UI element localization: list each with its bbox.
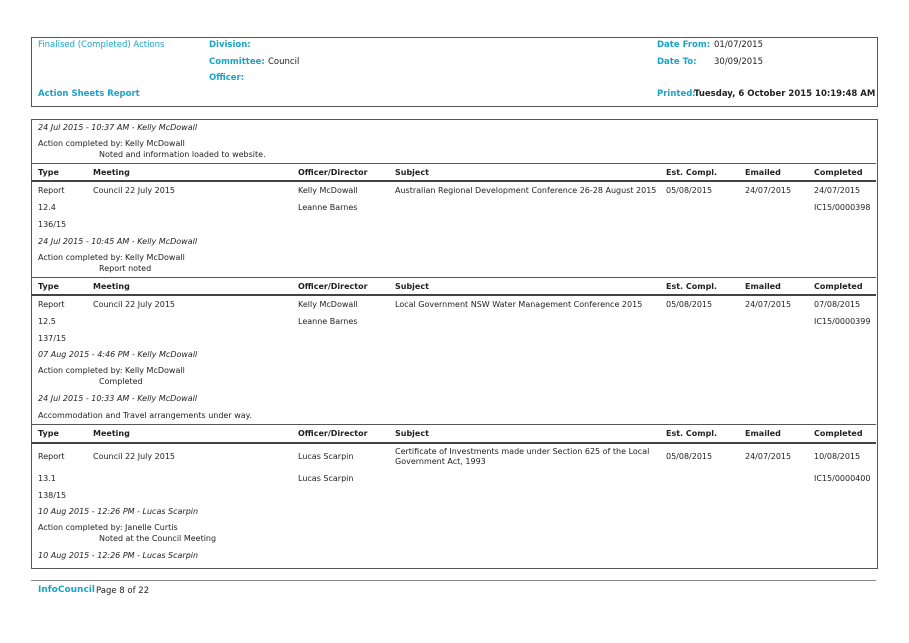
row-director: Lucas Scarpin <box>298 474 354 483</box>
page-number: Page 8 of 22 <box>96 586 150 596</box>
footer-divider <box>31 580 876 581</box>
col-subject: Subject <box>395 429 429 438</box>
col-officer: Officer/Director <box>298 282 368 291</box>
footer-brand: InfoCouncil <box>38 585 95 595</box>
col-meeting: Meeting <box>93 429 130 438</box>
actions-table <box>31 119 878 569</box>
action-note: Report noted <box>99 264 152 273</box>
row-resolution: 138/15 <box>38 491 67 500</box>
action-completed-by: Action completed by: Janelle Curtis <box>38 523 178 532</box>
col-type: Type <box>38 168 59 177</box>
col-officer: Officer/Director <box>298 168 368 177</box>
divider <box>31 294 876 296</box>
divider <box>32 163 876 164</box>
note-timestamp: 24 Jul 2015 - 10:33 AM - Kelly McDowall <box>38 394 198 403</box>
col-emailed: Emailed <box>745 168 781 177</box>
col-completed: Completed <box>814 282 863 291</box>
row-est-compl: 05/08/2015 <box>666 452 713 461</box>
row-meeting: Council 22 July 2015 <box>93 186 176 195</box>
note-timestamp: 10 Aug 2015 - 12:26 PM - Lucas Scarpin <box>38 551 199 560</box>
report-header <box>31 37 878 107</box>
col-emailed: Emailed <box>745 429 781 438</box>
row-resolution: 136/15 <box>38 220 67 229</box>
row-type: Report <box>38 186 65 195</box>
row-director: Leanne Barnes <box>298 317 358 326</box>
row-completed: 10/08/2015 <box>814 452 861 461</box>
row-completed: 07/08/2015 <box>814 300 861 309</box>
row-subject-cont: Government Act, 1993 <box>395 457 486 466</box>
col-est-compl: Est. Compl. <box>666 282 718 291</box>
action-note: Noted and information loaded to website. <box>99 150 266 159</box>
note-timestamp: 24 Jul 2015 - 10:45 AM - Kelly McDowall <box>38 237 198 246</box>
committee-label: Committee: <box>209 57 265 67</box>
row-ref: IC15/0000399 <box>814 317 871 326</box>
date-from-label: Date From: <box>657 40 711 50</box>
note-timestamp: 24 Jul 2015 - 10:37 AM - Kelly McDowall <box>38 123 198 132</box>
row-meeting: Council 22 July 2015 <box>93 300 176 309</box>
note-text: Accommodation and Travel arrangements un… <box>38 411 252 420</box>
row-director: Leanne Barnes <box>298 203 358 212</box>
date-to-label: Date To: <box>657 57 697 67</box>
divider <box>32 277 876 278</box>
col-subject: Subject <box>395 168 429 177</box>
date-from-value: 01/07/2015 <box>714 40 763 50</box>
col-meeting: Meeting <box>93 168 130 177</box>
col-subject: Subject <box>395 282 429 291</box>
action-note: Noted at the Council Meeting <box>99 534 217 543</box>
row-est-compl: 05/08/2015 <box>666 300 713 309</box>
date-to-value: 30/09/2015 <box>714 57 763 67</box>
row-item: 12.5 <box>38 317 56 326</box>
col-officer: Officer/Director <box>298 429 368 438</box>
col-completed: Completed <box>814 429 863 438</box>
action-completed-by: Action completed by: Kelly McDowall <box>38 253 185 262</box>
divider <box>32 424 876 425</box>
col-est-compl: Est. Compl. <box>666 429 718 438</box>
action-completed-by: Action completed by: Kelly McDowall <box>38 366 185 375</box>
col-emailed: Emailed <box>745 282 781 291</box>
col-est-compl: Est. Compl. <box>666 168 718 177</box>
printed-value: Tuesday, 6 October 2015 10:19:48 AM <box>694 89 876 99</box>
report-group: Finalised (Completed) Actions <box>38 40 165 50</box>
note-timestamp: 07 Aug 2015 - 4:46 PM - Kelly McDowall <box>38 350 198 359</box>
officer-label: Officer: <box>209 73 245 83</box>
division-label: Division: <box>209 40 251 50</box>
report-title: Action Sheets Report <box>38 89 140 99</box>
row-meeting: Council 22 July 2015 <box>93 452 176 461</box>
printed-label: Printed: <box>657 89 696 99</box>
row-ref: IC15/0000398 <box>814 203 871 212</box>
committee-value: Council <box>268 57 300 67</box>
row-type: Report <box>38 300 65 309</box>
row-officer: Lucas Scarpin <box>298 452 354 461</box>
row-item: 13.1 <box>38 474 56 483</box>
row-resolution: 137/15 <box>38 334 67 343</box>
row-emailed: 24/07/2015 <box>745 186 792 195</box>
row-subject: Certificate of Investments made under Se… <box>395 447 650 456</box>
row-officer: Kelly McDowall <box>298 300 358 309</box>
divider <box>31 180 876 182</box>
divider <box>31 442 876 444</box>
action-note: Completed <box>99 377 143 386</box>
col-completed: Completed <box>814 168 863 177</box>
col-type: Type <box>38 429 59 438</box>
row-type: Report <box>38 452 65 461</box>
row-est-compl: 05/08/2015 <box>666 186 713 195</box>
row-emailed: 24/07/2015 <box>745 300 792 309</box>
col-type: Type <box>38 282 59 291</box>
row-officer: Kelly McDowall <box>298 186 358 195</box>
action-completed-by: Action completed by: Kelly McDowall <box>38 139 185 148</box>
note-timestamp: 10 Aug 2015 - 12:26 PM - Lucas Scarpin <box>38 507 199 516</box>
row-ref: IC15/0000400 <box>814 474 871 483</box>
row-item: 12.4 <box>38 203 56 212</box>
row-subject: Australian Regional Development Conferen… <box>395 186 657 195</box>
row-completed: 24/07/2015 <box>814 186 861 195</box>
col-meeting: Meeting <box>93 282 130 291</box>
row-subject: Local Government NSW Water Management Co… <box>395 300 643 309</box>
row-emailed: 24/07/2015 <box>745 452 792 461</box>
